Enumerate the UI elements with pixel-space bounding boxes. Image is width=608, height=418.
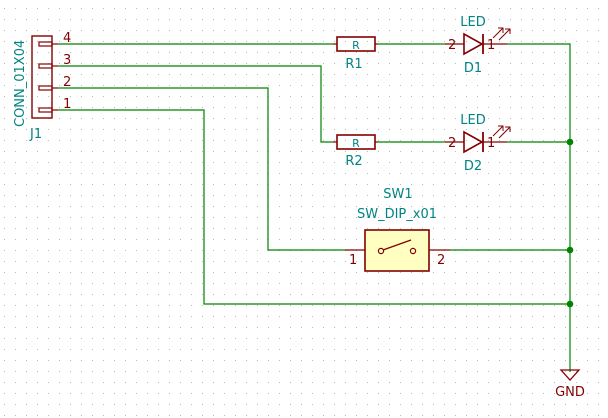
switch-pin-left: 1: [349, 253, 357, 268]
led-light-arrows-icon: [492, 125, 511, 139]
connector-pins: [38, 41, 58, 113]
led-d2[interactable]: 2 1 LED D2: [445, 113, 511, 174]
led-pin-cathode: 1: [487, 136, 495, 151]
switch-lever: [382, 239, 412, 251]
led-ref-label: D2: [464, 159, 482, 174]
switch-contact: [377, 247, 385, 255]
resistor-value-label: R: [352, 137, 360, 150]
wire-d1-to-gnd-rail: [507, 43, 571, 372]
led-pin-cathode: 1: [487, 38, 495, 53]
connector-body: [31, 35, 53, 119]
junction-dot: [566, 246, 574, 254]
junction-dot: [566, 138, 574, 146]
led-light-arrows-icon: [492, 27, 511, 41]
connector-pin-number: 4: [63, 31, 71, 46]
wire-pin2-to-sw1: [58, 87, 345, 251]
wire-pin1-to-gnd-rail: [58, 109, 570, 305]
gnd-power-symbol[interactable]: GND: [555, 369, 585, 400]
led-triangle: [463, 32, 484, 56]
switch-contact: [409, 247, 417, 255]
led-value-label: LED: [460, 113, 485, 128]
switch-pin-right: 2: [437, 253, 445, 268]
switch-ref-label: SW1: [383, 187, 412, 202]
switch-value-label: SW_DIP_x01: [357, 207, 437, 222]
ground-icon: [559, 369, 581, 381]
resistor-ref-label: R1: [345, 57, 362, 72]
wires: [58, 43, 571, 372]
led-ref-label: D1: [464, 61, 482, 76]
wire-pin3-to-r2: [58, 65, 333, 143]
resistor-r2[interactable]: R R2: [333, 134, 378, 169]
switch-body: [364, 229, 430, 272]
connector-pin-number: 3: [63, 53, 71, 68]
connector-pin-number: 2: [63, 75, 71, 90]
led-pin-anode: 2: [448, 38, 456, 53]
led-d1[interactable]: 2 1 LED D1: [445, 15, 511, 76]
led-value-label: LED: [460, 15, 485, 30]
led-triangle: [463, 130, 484, 154]
resistor-ref-label: R2: [345, 154, 362, 169]
junctions: [566, 138, 574, 308]
resistor-r1[interactable]: R R1: [333, 36, 378, 72]
gnd-label: GND: [555, 385, 585, 400]
led-pin-anode: 2: [448, 136, 456, 151]
connector-ref-label: J1: [29, 127, 42, 142]
connector-j1[interactable]: 4 3 2 1 CONN_01X04 J1: [13, 31, 71, 142]
connector-value-label: CONN_01X04: [13, 40, 28, 127]
dip-switch-sw1[interactable]: SW1 SW_DIP_x01 1 2: [345, 187, 450, 272]
junction-dot: [566, 300, 574, 308]
resistor-value-label: R: [352, 39, 360, 52]
connector-pin-number: 1: [63, 97, 71, 112]
